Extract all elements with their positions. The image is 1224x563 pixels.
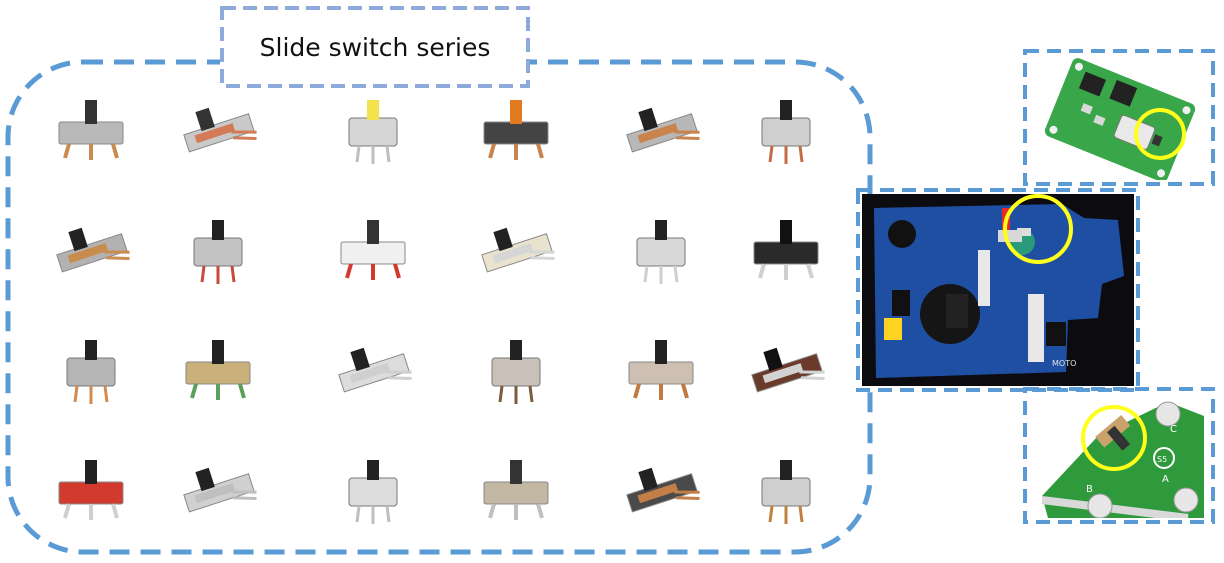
slide-switch-r2c2	[172, 210, 264, 290]
switch-image	[183, 467, 257, 513]
slide-switch-r2c6	[740, 210, 832, 290]
slide-switch-r4c1	[45, 450, 137, 530]
slide-switch-r4c2	[172, 450, 264, 530]
snap-board-image: S5 C A B	[1038, 396, 1204, 518]
example-frame-top	[1023, 49, 1215, 186]
example-small-green-board	[1040, 58, 1200, 180]
switch-image	[628, 340, 694, 400]
snap-label-b: B	[1086, 484, 1093, 495]
slide-switch-r1c3	[327, 90, 419, 170]
highlight-circle	[1134, 108, 1186, 160]
example-snap-board: S5 C A B	[1038, 396, 1204, 518]
silkscreen-label: MOTO	[1052, 359, 1076, 368]
example-frame-bottom	[1023, 387, 1215, 524]
switch-image	[626, 467, 700, 513]
switch-image	[58, 460, 124, 520]
snap-label-a: A	[1162, 474, 1169, 485]
switch-image	[491, 340, 541, 404]
title-box: Slide switch series	[220, 6, 530, 88]
switch-image	[66, 340, 116, 404]
switch-image	[185, 340, 251, 400]
slide-switch-r3c5	[615, 330, 707, 410]
switch-image	[348, 100, 398, 164]
slide-switch-r1c5	[615, 90, 707, 170]
switch-image	[56, 227, 130, 273]
switch-image	[348, 460, 398, 524]
slide-switch-r4c4	[470, 450, 562, 530]
slide-switch-r1c2	[172, 90, 264, 170]
switch-image	[338, 347, 412, 393]
switch-image	[193, 220, 243, 284]
switch-image	[481, 227, 555, 273]
slide-switch-r3c4	[470, 330, 562, 410]
slide-switch-r2c1	[45, 210, 137, 290]
slide-switch-r2c5	[615, 210, 707, 290]
green-board-image	[1040, 58, 1200, 180]
example-blue-pcb: MOTO	[862, 194, 1134, 386]
slide-switch-r1c4	[470, 90, 562, 170]
page-title: Slide switch series	[259, 32, 491, 62]
slide-switch-r4c3	[327, 450, 419, 530]
slide-switch-r1c1	[45, 90, 137, 170]
slide-switch-r1c6	[740, 90, 832, 170]
slide-switch-r3c2	[172, 330, 264, 410]
switch-image	[183, 107, 257, 153]
slide-switch-r4c5	[615, 450, 707, 530]
highlight-circle	[1003, 194, 1073, 264]
slide-switch-r2c4	[470, 210, 562, 290]
switch-image	[761, 100, 811, 164]
switch-image	[58, 100, 124, 160]
slide-switch-r3c1	[45, 330, 137, 410]
switch-image	[761, 460, 811, 524]
switch-image	[753, 220, 819, 280]
slide-switch-r2c3	[327, 210, 419, 290]
switch-image	[751, 347, 825, 393]
slide-switch-r3c6	[740, 330, 832, 410]
switch-grid	[45, 90, 832, 530]
slide-switch-r4c6	[740, 450, 832, 530]
switch-image	[636, 220, 686, 284]
slide-switch-r3c3	[327, 330, 419, 410]
snap-label-s5: S5	[1157, 455, 1167, 464]
switch-image	[340, 220, 406, 280]
switch-image	[483, 460, 549, 520]
snap-label-c: C	[1170, 424, 1177, 435]
highlight-circle	[1081, 405, 1147, 471]
example-frame-middle	[856, 188, 1140, 392]
switch-image	[626, 107, 700, 153]
switch-image	[483, 100, 549, 160]
blue-pcb-image: MOTO	[862, 194, 1134, 386]
